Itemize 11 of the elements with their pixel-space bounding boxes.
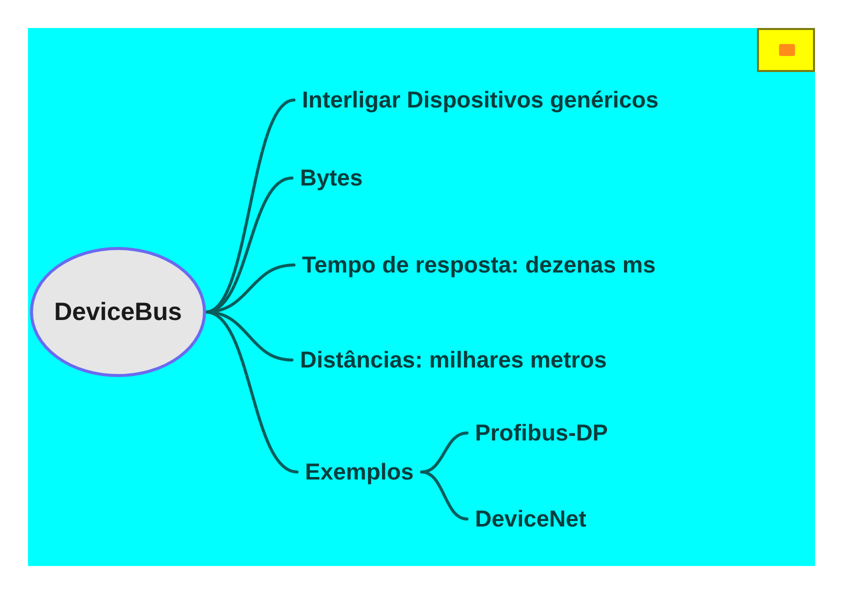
branch-label: Bytes	[292, 164, 371, 192]
branch-label: Exemplos	[297, 458, 422, 486]
branch-label: Interligar Dispositivos genéricos	[294, 86, 667, 114]
topic-ellipse	[30, 247, 206, 377]
connector-line	[420, 470, 468, 520]
branch-label: Profibus-DP	[467, 420, 616, 446]
topic-label: DeviceBus	[54, 298, 182, 326]
branch-label: Distâncias: milhares metros	[292, 346, 615, 374]
branch-label: Tempo de resposta: dezenas ms	[294, 252, 664, 278]
branch-label: DeviceNet	[467, 506, 594, 532]
connector-line	[204, 310, 298, 474]
